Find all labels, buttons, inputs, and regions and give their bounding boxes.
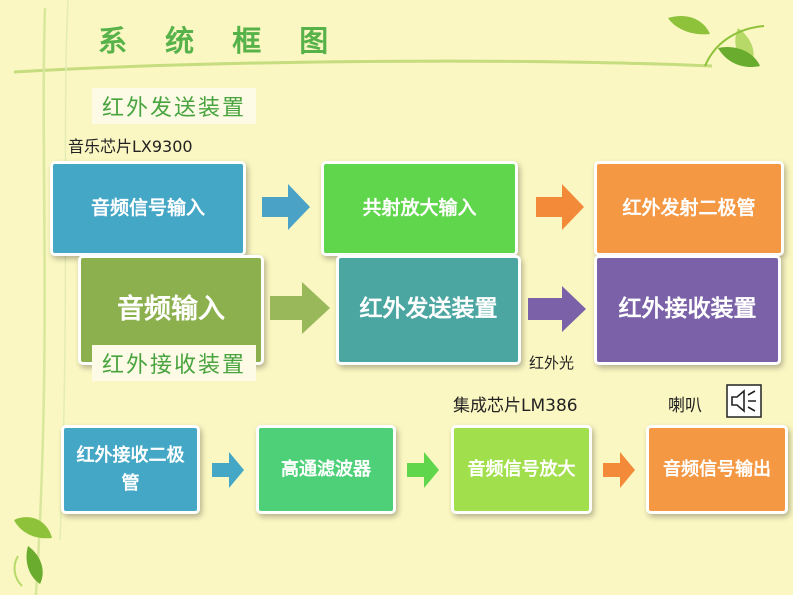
block-common-emitter-amp: 共射放大输入 (321, 161, 518, 256)
section-label-receive: 红外接收装置 (92, 345, 257, 381)
right-arrow-icon (262, 184, 310, 230)
infrared-light-note: 红外光 (529, 354, 575, 372)
right-arrow-icon (407, 452, 439, 488)
block-high-pass-filter: 高通滤波器 (256, 425, 396, 514)
block-ir-transmitter: 红外发送装置 (336, 255, 521, 365)
speaker-icon (726, 384, 762, 418)
leaf-icon (13, 517, 52, 587)
right-arrow-icon (536, 184, 584, 230)
music-chip-note: 音乐芯片LX9300 (68, 137, 193, 156)
vertical-vine-line (34, 7, 47, 595)
right-arrow-icon (603, 452, 635, 488)
block-audio-signal-amp: 音频信号放大 (451, 425, 592, 514)
block-ir-receiver: 红外接收装置 (594, 255, 781, 365)
block-ir-emitter-diode: 红外发射二极管 (594, 161, 784, 256)
header-divider-line (13, 59, 713, 74)
right-arrow-icon (270, 282, 330, 334)
block-audio-signal-input: 音频信号输入 (50, 161, 246, 256)
block-ir-receiver-diode: 红外接收二极管 (61, 425, 200, 514)
leaf-icon (668, 15, 765, 68)
block-audio-signal-output: 音频信号输出 (646, 425, 788, 514)
amp-chip-note: 集成芯片LM386 (453, 396, 578, 416)
section-label-transmit: 红外发送装置 (92, 88, 257, 124)
right-arrow-icon (212, 452, 244, 488)
page-title: 系 统 框 图 (98, 24, 343, 58)
speaker-note: 喇叭 (668, 396, 702, 416)
right-arrow-icon (528, 286, 586, 332)
